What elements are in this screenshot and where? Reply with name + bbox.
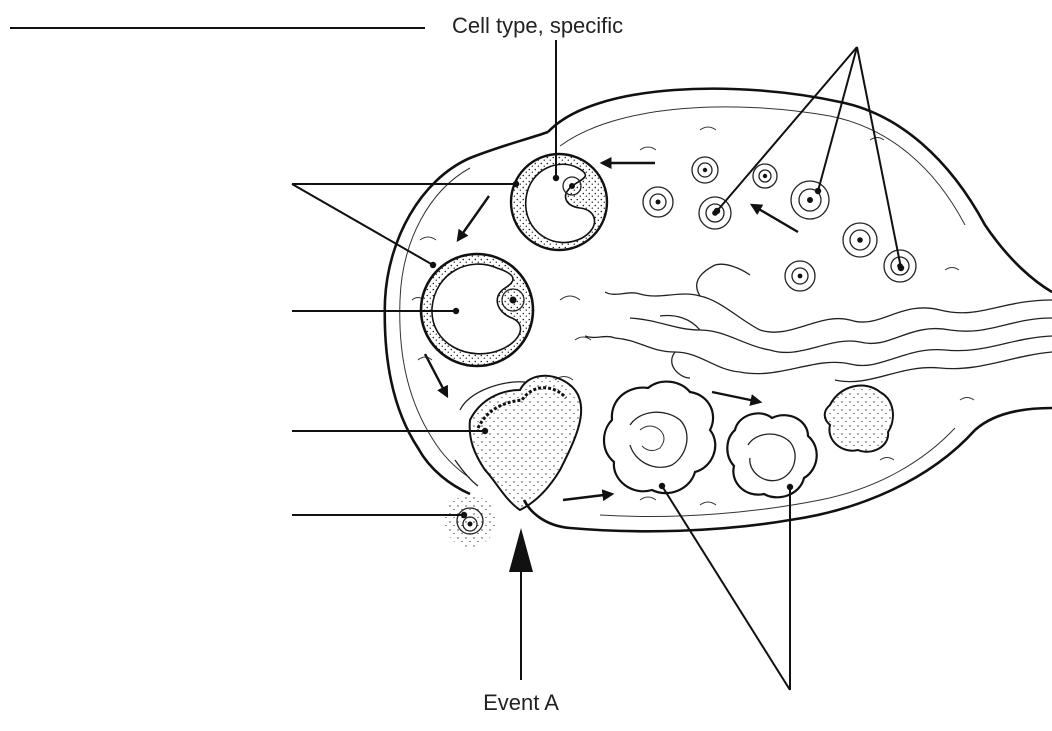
primordial-follicles: [643, 157, 916, 291]
corpus-albicans-developing: [727, 413, 816, 497]
ruptured-follicle: [455, 376, 581, 510]
event-a-arrowhead: [509, 528, 533, 572]
corpus-luteum: [604, 382, 715, 494]
label-cell-type-specific: Cell type, specific: [452, 13, 623, 38]
hilum-vessels: [585, 264, 1052, 381]
label-event-a: Event A: [483, 690, 559, 715]
corpus-albicans: [825, 386, 893, 452]
secondary-follicle: [511, 154, 607, 250]
released-oocyte: [444, 495, 496, 547]
